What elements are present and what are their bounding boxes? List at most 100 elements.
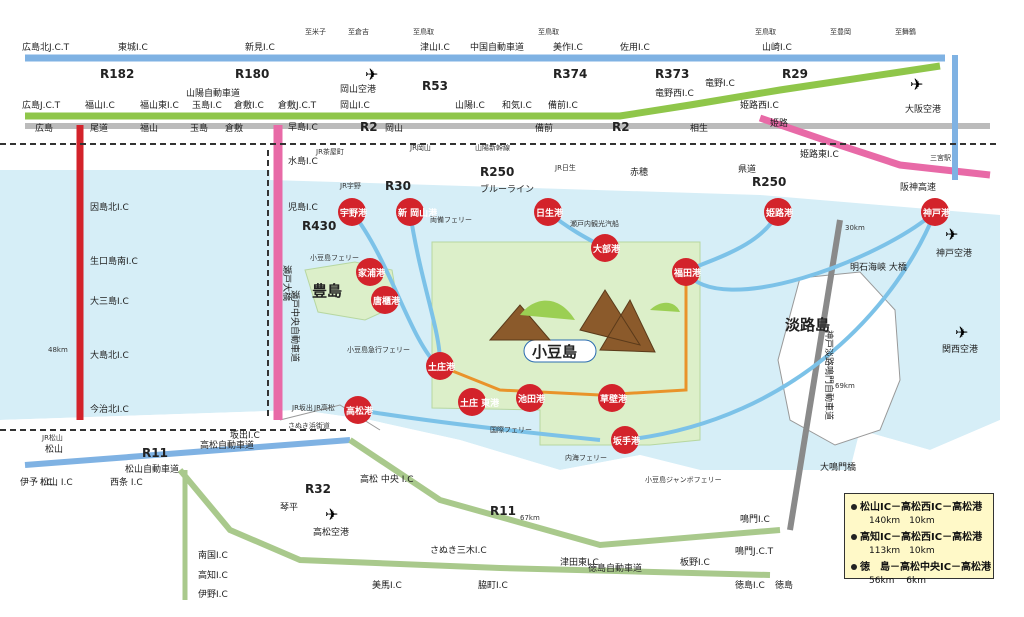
port-shin-okayama[interactable]: 新 岡山港 (396, 198, 438, 226)
ic-higashiki: 東城I.C (118, 41, 148, 53)
ferry-uchiumi: 内海フェリー (565, 453, 607, 462)
shodoshima-name: 小豆島 (532, 343, 577, 361)
jr-chayamachi-label: JR茶屋町 (315, 147, 344, 156)
ic-tatsuno: 竜野I.C (705, 77, 735, 89)
ic-matsuyama: 松山 I.C (40, 476, 73, 488)
takamatsu-expressway-east (348, 437, 781, 549)
kobe-awaji-naruto (787, 219, 843, 531)
ic-sanyo: 山陽I.C (455, 100, 485, 111)
legend-row-3-head: 徳 島－高松中央IC－高松港 (851, 558, 991, 573)
north-to-yonago: 至米子 (305, 27, 326, 36)
ic-itano: 板野I.C (680, 556, 710, 568)
ic-hayashima: 早島I.C (288, 121, 318, 133)
route-r430: R430 (302, 219, 336, 233)
port-ieura[interactable]: 家浦港 (356, 258, 386, 286)
ic-himeji-nishi: 姫路西I.C (740, 99, 779, 111)
ferry-route-shinokayama (408, 211, 442, 363)
ic-kojima: 児島I.C (288, 201, 318, 213)
ic-omishima: 大三島I.C (90, 295, 129, 307)
ic-bizen: 備前I.C (548, 99, 578, 111)
ferry-route-takamatsu (357, 408, 601, 442)
ic-tsuyama: 津山I.C (420, 42, 450, 53)
shikoku-land (0, 410, 1000, 617)
ic-tokushima: 徳島I.C (735, 579, 765, 591)
city-kenmichi: 県道 (738, 163, 756, 175)
port-takamatsu[interactable]: 高松港 (344, 396, 374, 424)
port-ikeda[interactable]: 池田港 (516, 384, 546, 412)
port-kobe[interactable]: 神戸港 (921, 198, 951, 226)
svg-text:姫路港: 姫路港 (766, 207, 794, 219)
route-r11a: R11 (142, 446, 168, 460)
ic-tatsuno-nishi: 竜野西I.C (655, 87, 694, 99)
distance-30km: 30km (845, 224, 865, 232)
route-r250b: R250 (752, 175, 786, 189)
ic-ikuchijima-minami: 生口島南I.C (90, 255, 138, 267)
port-tonosho-higashi[interactable]: 土庄 東港 (458, 388, 500, 416)
ferry-shodoshima-kyuko: 小豆島急行フェリー (347, 345, 410, 354)
legend-bullet-icon (851, 534, 857, 540)
ic-mimasaka: 美作I.C (553, 41, 583, 53)
ferry-kokusai: 国際フェリー (490, 425, 532, 434)
airport-icon-osaka: ✈ (910, 75, 923, 94)
route-r2a: R2 (360, 120, 378, 134)
route-r2b: R2 (612, 120, 630, 134)
city-kotohira: 琴平 (280, 502, 298, 513)
blue-line-label: ブルーライン (480, 183, 534, 195)
svg-text:大部港: 大部港 (593, 243, 621, 255)
city-aioi: 相生 (690, 122, 708, 134)
north-to-tottori-3: 至鳥取 (755, 27, 776, 36)
port-karato[interactable]: 唐櫃港 (371, 286, 401, 314)
ferry-route-uno (350, 210, 440, 368)
port-kusakabe[interactable]: 草壁港 (598, 384, 628, 412)
airport-okayama-label: 岡山空港 (340, 83, 376, 95)
awaji-island (777, 271, 901, 446)
north-to-kurayoshi: 至倉吉 (348, 27, 369, 36)
svg-text:土庄港: 土庄港 (428, 361, 456, 373)
jr-matsuyama-label: JR松山 (41, 433, 63, 442)
kobe-awaji-label: 神戸淡路鳴門自動車道 (823, 330, 835, 420)
hill-illustration (520, 300, 680, 320)
city-matsuyama: 松山 (45, 443, 63, 455)
akashi-label: 明石海峡 大橋 (850, 261, 907, 273)
port-obe[interactable]: 大部港 (591, 234, 621, 262)
airport-icon-kobe: ✈ (945, 225, 958, 244)
legend-row-1-text: 松山IC－高松西IC－高松港 (860, 502, 983, 513)
route-r373: R373 (655, 67, 689, 81)
port-hinase[interactable]: 日生港 (534, 198, 564, 226)
legend-bullet-icon (851, 504, 857, 510)
airport-icon-takamatsu: ✈ (325, 505, 338, 524)
airport-takamatsu-label: 高松空港 (313, 526, 349, 538)
distance-legend: 松山IC－高松西IC－高松港 140km 10km 高知IC－高松西IC－高松港… (844, 493, 994, 586)
svg-text:福田港: 福田港 (673, 267, 702, 279)
city-kurashiki: 倉敷 (225, 122, 243, 134)
legend-bullet-icon (851, 564, 857, 570)
port-himeji[interactable]: 姫路港 (764, 198, 794, 226)
svg-text:池田港: 池田港 (518, 393, 546, 405)
ic-tsuda-higashi: 津田東I.C (560, 556, 599, 568)
ic-wake: 和気I.C (502, 99, 532, 111)
ic-himeji-higashi: 姫路東I.C (800, 148, 839, 160)
port-tonosho[interactable]: 土庄港 (426, 352, 456, 380)
airport-icon-okayama: ✈ (365, 65, 378, 84)
ic-innoshima-kita: 因島北I.C (90, 201, 129, 213)
sanuki-hama-label: さぬき浜街道 (288, 421, 330, 430)
jr-uno-label: JR宇野 (339, 181, 361, 190)
svg-text:家浦港: 家浦港 (358, 267, 386, 279)
ic-kurashiki: 倉敷I.C (234, 99, 264, 111)
port-sakate[interactable]: 坂手港 (611, 426, 641, 454)
city-hiroshima: 広島 (35, 122, 53, 134)
chugoku-expressway-label: 中国自動車道 (470, 41, 524, 53)
legend-row-2-head: 高知IC－高松西IC－高松港 (851, 528, 987, 543)
ic-naruto: 鳴門I.C (740, 513, 770, 525)
route-r30: R30 (385, 179, 411, 193)
north-to-toyooka: 至豊岡 (830, 27, 851, 36)
airport-osaka-label: 大阪空港 (905, 103, 941, 115)
ic-hiroshima-kita-jct: 広島北J.C.T (22, 41, 70, 53)
sanyo-expressway-label: 山陽自動車道 (186, 87, 240, 99)
city-himeji: 姫路 (770, 117, 788, 129)
jr-hinase-label: JR日生 (554, 163, 576, 172)
port-fukuda[interactable]: 福田港 (672, 258, 702, 286)
tokushima-expressway (177, 468, 771, 578)
port-uno[interactable]: 宇野港 (338, 198, 368, 226)
route-r11b: R11 (490, 504, 516, 518)
